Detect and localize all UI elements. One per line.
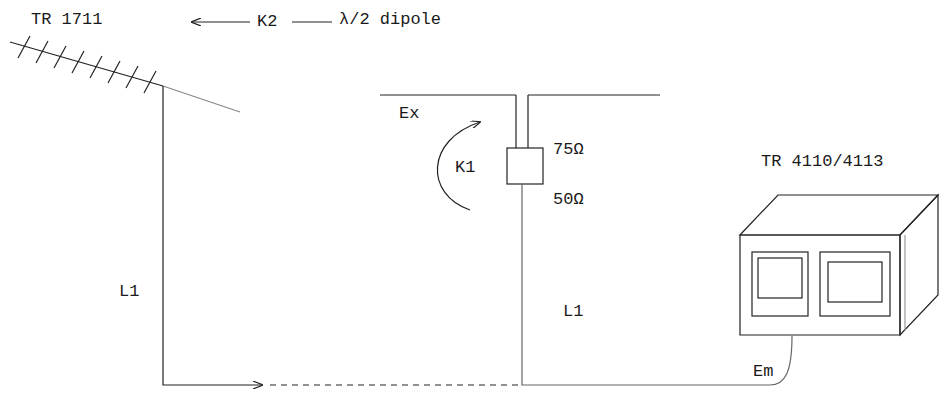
factor-label: K2 [256,12,278,32]
dipole-arm [528,94,660,95]
k1-arrow [437,122,480,210]
cable-left [163,86,262,385]
yagi-boom [10,42,163,86]
feed-line [527,95,528,148]
balun-box [507,148,543,184]
impedance-label: 50Ω [552,190,585,210]
k2-arrow [192,21,250,22]
antenna-name: λ/2 dipole [338,10,442,30]
cable-dashed [270,384,520,385]
cable-label: L1 [562,302,584,322]
cable-right [522,184,770,385]
feed-line [515,95,516,148]
instrument-name: TR 4110/4113 [760,152,884,172]
antenna-name: TR 1711 [30,10,103,30]
field-label: Ex [398,104,420,124]
yagi-elements [18,36,156,93]
impedance-label: 75Ω [552,140,585,160]
wiring [10,22,938,385]
cable-label: L1 [118,282,140,302]
k2-line [292,21,332,22]
yagi-stay [163,86,240,112]
factor-label: K1 [454,158,476,178]
instrument-illustration [740,195,938,335]
dipole-arm [380,94,516,95]
field-label: Em [752,362,774,382]
